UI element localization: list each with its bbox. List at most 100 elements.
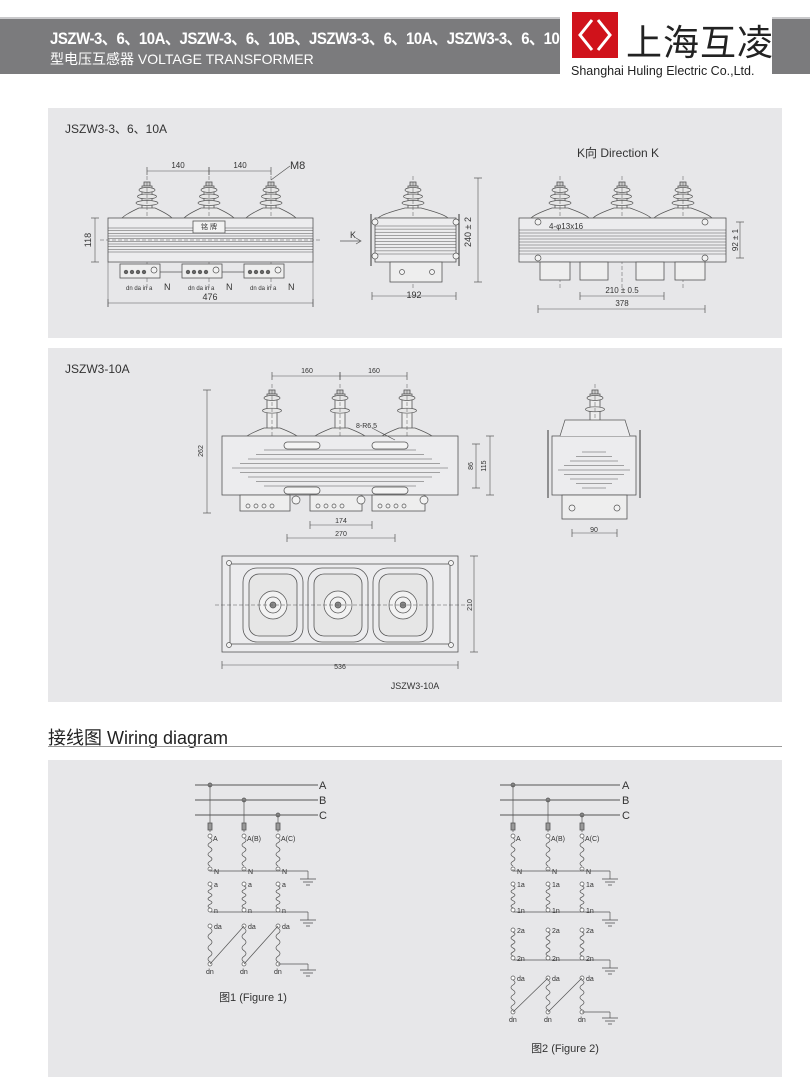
- primary-label: A: [213, 836, 218, 843]
- company-name: Shanghai Huling Electric Co.,Ltd.: [571, 64, 755, 78]
- winding-label: a: [282, 882, 286, 889]
- fig2-line-a: A: [622, 780, 630, 792]
- terminal-dot: [207, 881, 213, 887]
- terminal-screw: [315, 503, 321, 509]
- terminal-screw: [269, 503, 275, 509]
- winding-coil-icon: [207, 927, 213, 963]
- winding-label: 2n: [586, 956, 594, 963]
- terminal-block: [239, 494, 291, 512]
- dim-8-r65: 8-R6.5: [356, 423, 377, 430]
- terminal-screw: [401, 503, 407, 509]
- dim-270: 270: [335, 531, 347, 538]
- winding-coil-icon: [510, 885, 516, 909]
- dim-160-right: 160: [368, 368, 380, 375]
- primary-label: A(B): [551, 836, 565, 843]
- top-view-caption: JSZW3-10A: [391, 681, 440, 691]
- winding-coil-icon: [510, 979, 516, 1011]
- terminal-screw: [259, 269, 265, 275]
- mounting-slot: [283, 486, 321, 495]
- terminal-screw: [141, 269, 147, 275]
- mount-bolt: [429, 269, 435, 275]
- terminal-screw: [261, 503, 267, 509]
- winding-coil-icon: [510, 837, 516, 867]
- dim-140-right: 140: [233, 161, 247, 170]
- mount-bolt: [399, 269, 405, 275]
- winding-coil-icon: [241, 927, 247, 963]
- terminal-dot: [275, 907, 281, 913]
- leader-line: [371, 427, 396, 441]
- terminal-n-stud: [291, 495, 301, 505]
- dim-118: 118: [83, 233, 93, 247]
- terminal-block: [309, 494, 363, 512]
- header-band: [0, 17, 572, 74]
- dim-174: 174: [335, 518, 347, 525]
- terminal-dot: [579, 881, 585, 887]
- terminal-dot: [545, 833, 551, 839]
- header-band-right: [772, 17, 810, 74]
- winding-label: 1a: [586, 882, 594, 889]
- dim-476: 476: [202, 292, 217, 302]
- fig1-line-a: A: [319, 780, 327, 792]
- section-divider: [48, 746, 782, 747]
- winding-coil-icon: [579, 885, 585, 909]
- k-view-body: [518, 217, 727, 263]
- fuse-icon: [207, 822, 213, 831]
- k-arrowhead-icon: [355, 237, 362, 245]
- mount-hole: [448, 642, 454, 648]
- open-delta-link: [512, 977, 549, 1013]
- winding-label: N: [248, 869, 253, 876]
- dim-90: 90: [590, 527, 598, 534]
- winding-label: N: [586, 869, 591, 876]
- winding-label: dn: [206, 969, 214, 976]
- fuse-icon: [241, 822, 247, 831]
- terminal-labels: dn da in a: [188, 286, 215, 292]
- terminal-dot: [207, 923, 213, 929]
- winding-coil-icon: [579, 931, 585, 957]
- terminal-dot: [510, 907, 516, 913]
- nameplate: 铭 牌: [201, 222, 217, 231]
- mount-hole: [226, 642, 232, 648]
- mount-hole: [448, 560, 454, 566]
- fig1-line-c: C: [319, 810, 327, 822]
- mount-bolt: [613, 504, 621, 512]
- figure2-caption: 图2 (Figure 2): [531, 1042, 599, 1055]
- winding-label: 1a: [552, 882, 560, 889]
- dim-92: 92 ± 1: [731, 228, 740, 251]
- terminal-screw: [191, 269, 197, 275]
- terminal-dot: [510, 833, 516, 839]
- winding-label: dn: [274, 969, 282, 976]
- winding-label: da: [248, 924, 256, 931]
- k-foot: [579, 261, 609, 281]
- mounting-slot: [371, 486, 409, 495]
- dim-160-left: 160: [301, 368, 313, 375]
- terminal-block: [243, 263, 285, 279]
- corner-bolt: [452, 252, 460, 260]
- winding-coil-icon: [579, 837, 585, 867]
- terminal-screw: [123, 269, 129, 275]
- winding-label: da: [282, 924, 290, 931]
- dim-240: 240 ± 2: [463, 217, 473, 247]
- terminal-screw: [331, 503, 337, 509]
- terminal-n: N: [164, 282, 171, 292]
- page-title: JSZW-3、6、10A、JSZW-3、6、10B、JSZW3-3、6、10A、…: [50, 29, 570, 48]
- dim-140-left: 140: [171, 161, 185, 170]
- terminal-screw: [203, 269, 209, 275]
- side-top-cover: [559, 419, 631, 437]
- terminal-dot: [207, 833, 213, 839]
- k-foot: [674, 261, 706, 281]
- winding-label: N: [282, 869, 287, 876]
- winding-label: 1a: [517, 882, 525, 889]
- terminal-n: N: [288, 282, 295, 292]
- terminal-screw: [323, 503, 329, 509]
- terminal-screw: [185, 269, 191, 275]
- winding-coil-icon: [579, 979, 585, 1011]
- figure1-caption: 图1 (Figure 1): [219, 991, 287, 1004]
- side-base: [389, 261, 443, 283]
- winding-label: dn: [544, 1017, 552, 1024]
- terminal-n-stud: [212, 266, 220, 274]
- direction-k-label: K向 Direction K: [577, 145, 659, 160]
- open-delta-link: [209, 925, 245, 965]
- winding-label: N: [517, 869, 522, 876]
- winding-coil-icon: [207, 837, 213, 867]
- terminal-screw: [339, 503, 345, 509]
